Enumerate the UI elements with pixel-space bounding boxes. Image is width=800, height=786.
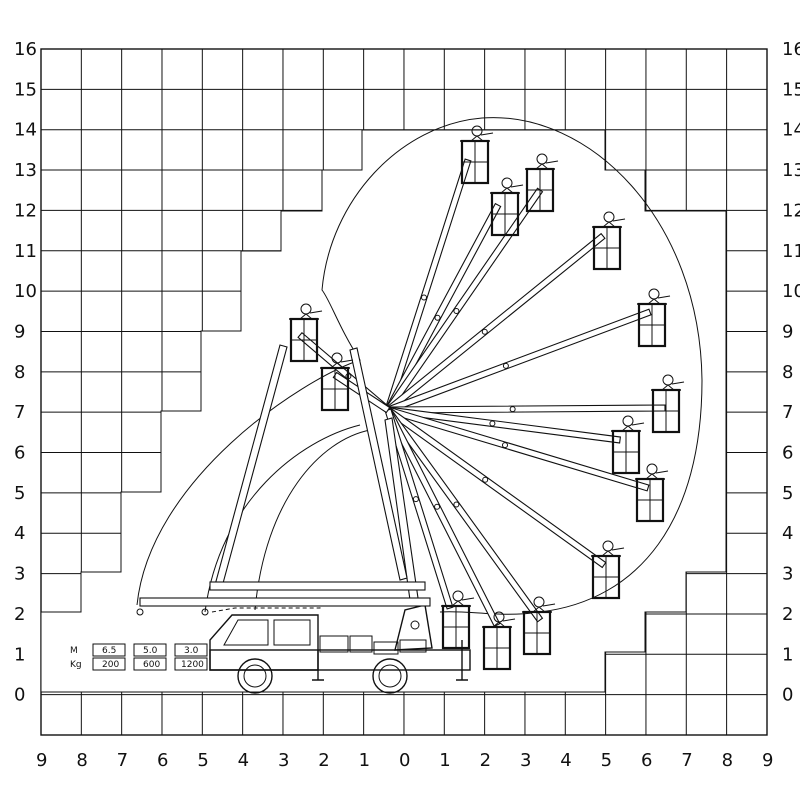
load-table: M Kg 6.5 200 5.0 600 3.0 1200 bbox=[70, 643, 208, 671]
load-table-kg-3: 1200 bbox=[181, 660, 204, 670]
y-tick-label: 7 bbox=[782, 402, 793, 423]
y-tick-label: 3 bbox=[782, 564, 793, 585]
x-tick-label: 3 bbox=[278, 750, 289, 771]
work-basket-with-operator-icon bbox=[651, 374, 685, 434]
y-tick-label: 0 bbox=[782, 685, 793, 706]
load-table-kg-2: 600 bbox=[143, 660, 160, 670]
x-tick-label: 0 bbox=[399, 750, 410, 771]
work-basket-with-operator-icon bbox=[592, 211, 626, 271]
x-tick-label: 8 bbox=[722, 750, 733, 771]
y-tick-label: 14 bbox=[14, 120, 37, 141]
y-tick-label: 2 bbox=[14, 604, 25, 625]
y-tick-label: 10 bbox=[14, 281, 37, 302]
aerial-platform-truck-icon bbox=[209, 600, 471, 694]
y-tick-label: 12 bbox=[782, 200, 800, 221]
y-tick-label: 15 bbox=[782, 79, 800, 100]
load-table-m-3: 3.0 bbox=[184, 646, 199, 656]
y-tick-label: 16 bbox=[782, 39, 800, 60]
y-tick-label: 1 bbox=[14, 644, 25, 665]
work-basket-with-operator-icon bbox=[490, 177, 524, 237]
work-basket-with-operator-icon bbox=[611, 415, 645, 475]
boom-positions bbox=[214, 158, 666, 628]
y-tick-label: 16 bbox=[14, 39, 37, 60]
work-basket-with-operator-icon bbox=[637, 288, 671, 348]
x-tick-label: 9 bbox=[36, 750, 47, 771]
y-tick-label: 2 bbox=[782, 604, 793, 625]
y-tick-label: 11 bbox=[14, 241, 37, 262]
y-tick-label: 5 bbox=[14, 483, 25, 504]
y-tick-label: 10 bbox=[782, 281, 800, 302]
inner-envelope-curve-2 bbox=[254, 429, 371, 611]
working-envelope-curve bbox=[136, 117, 703, 615]
load-table-m-2: 5.0 bbox=[143, 646, 158, 656]
y-tick-label: 14 bbox=[782, 120, 800, 141]
x-axis-labels: 9 8 7 6 5 4 3 2 1 0 1 2 3 4 5 6 7 8 9 bbox=[36, 750, 773, 771]
lower-boom bbox=[214, 344, 419, 601]
inner-envelope-curve bbox=[204, 424, 361, 613]
y-tick-label: 11 bbox=[782, 241, 800, 262]
y-tick-label: 13 bbox=[14, 160, 37, 181]
x-tick-label: 3 bbox=[520, 750, 531, 771]
y-tick-label: 4 bbox=[14, 523, 25, 544]
y-tick-label: 9 bbox=[14, 321, 25, 342]
y-tick-label: 4 bbox=[782, 523, 793, 544]
work-basket-with-operator-icon bbox=[591, 540, 625, 600]
y-tick-label: 6 bbox=[782, 443, 793, 464]
basket-positions bbox=[289, 125, 685, 671]
x-tick-label: 6 bbox=[641, 750, 652, 771]
x-tick-label: 1 bbox=[439, 750, 450, 771]
y-tick-label: 15 bbox=[14, 79, 37, 100]
y-tick-label: 9 bbox=[782, 321, 793, 342]
work-basket-with-operator-icon bbox=[320, 352, 354, 412]
work-basket-with-operator-icon bbox=[635, 463, 669, 523]
y-tick-label: 6 bbox=[14, 443, 25, 464]
x-tick-label: 4 bbox=[238, 750, 249, 771]
work-basket-with-operator-icon bbox=[482, 611, 516, 671]
work-basket-with-operator-icon bbox=[289, 303, 323, 363]
y-tick-label: 12 bbox=[14, 200, 37, 221]
x-tick-label: 4 bbox=[560, 750, 571, 771]
load-table-kg-label: Kg bbox=[70, 660, 82, 670]
x-tick-label: 5 bbox=[197, 750, 208, 771]
work-basket-with-operator-icon bbox=[441, 590, 475, 650]
work-basket-with-operator-icon bbox=[525, 153, 559, 213]
x-tick-label: 2 bbox=[318, 750, 329, 771]
x-tick-label: 6 bbox=[157, 750, 168, 771]
y-tick-label: 8 bbox=[782, 362, 793, 383]
load-table-m-label: M bbox=[70, 646, 78, 656]
work-basket-with-operator-icon bbox=[522, 596, 556, 656]
x-tick-label: 7 bbox=[117, 750, 128, 771]
y-tick-label: 0 bbox=[14, 685, 25, 706]
x-tick-label: 9 bbox=[762, 750, 773, 771]
y-tick-label: 13 bbox=[782, 160, 800, 181]
x-tick-label: 8 bbox=[76, 750, 87, 771]
y-tick-label: 8 bbox=[14, 362, 25, 383]
load-table-m-1: 6.5 bbox=[102, 646, 116, 656]
x-tick-label: 5 bbox=[601, 750, 612, 771]
y-tick-label: 7 bbox=[14, 402, 25, 423]
x-tick-label: 2 bbox=[480, 750, 491, 771]
x-tick-label: 7 bbox=[681, 750, 692, 771]
y-tick-label: 5 bbox=[782, 483, 793, 504]
y-tick-label: 1 bbox=[782, 644, 793, 665]
load-table-kg-1: 200 bbox=[102, 660, 119, 670]
x-tick-label: 1 bbox=[359, 750, 370, 771]
work-basket-with-operator-icon bbox=[460, 125, 494, 185]
stowed-boom bbox=[136, 581, 431, 616]
y-tick-label: 3 bbox=[14, 564, 25, 585]
